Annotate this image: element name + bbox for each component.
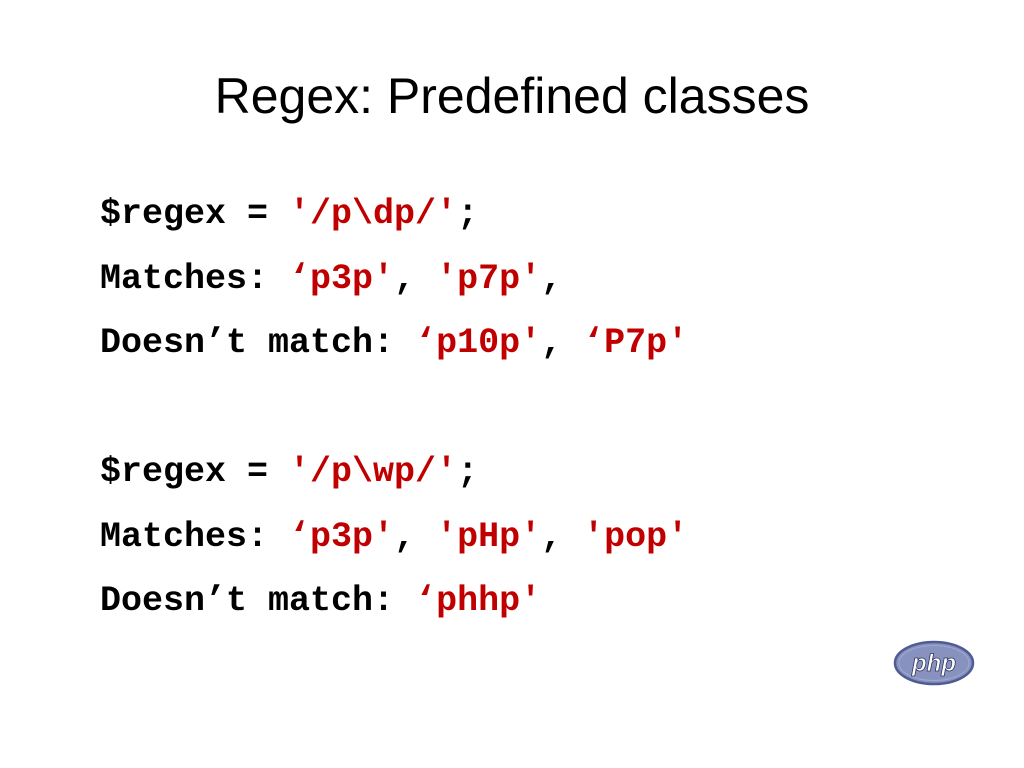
regex-pattern: ′/p\dp/′ (289, 194, 458, 234)
separator: , (541, 516, 584, 557)
matches-line-1: Matches: ‘p3p′, ′p7p′, (100, 251, 1000, 316)
nomatch-line-2: Doesn’t match: ‘phhp′ (100, 573, 1000, 638)
php-logo-ellipse (893, 640, 975, 686)
nomatch-item: ‘P7p′ (583, 323, 689, 363)
nomatch-item: ‘phhp′ (415, 581, 542, 621)
matches-line-2: Matches: ‘p3p′, ′pHp′, ′pop′ (100, 509, 1000, 574)
block-spacer (100, 380, 1000, 445)
php-logo-text: php (911, 650, 956, 677)
separator: , (394, 258, 437, 299)
nomatch-label: Doesn’t match: (100, 581, 416, 621)
regex-line-1: $regex = ′/p\dp/′; (100, 186, 1000, 251)
regex-pattern: ′/p\wp/′ (289, 452, 458, 492)
regex-prefix: $regex = (100, 194, 290, 234)
match-item: ′pop′ (583, 516, 689, 557)
php-logo-inner-ring (898, 645, 970, 681)
nomatch-line-1: Doesn’t match: ‘p10p′, ‘P7p′ (100, 315, 1000, 380)
slide-title: Regex: Predefined classes (214, 68, 810, 124)
match-item: ‘p3p′ (289, 258, 395, 299)
match-item: ′p7p′ (436, 258, 542, 299)
regex-line-2: $regex = ′/p\wp/′; (100, 444, 1000, 509)
php-logo-icon: php (893, 640, 975, 686)
match-item: ′pHp′ (436, 516, 542, 557)
regex-suffix: ; (457, 452, 479, 492)
trailing-comma: , (541, 258, 563, 299)
nomatch-label: Doesn’t match: (100, 323, 416, 363)
matches-label: Matches: (100, 516, 290, 557)
matches-label: Matches: (100, 258, 290, 299)
slide-body: $regex = ′/p\dp/′; Matches: ‘p3p′, ′p7p′… (100, 186, 1000, 638)
regex-suffix: ; (457, 194, 479, 234)
match-item: ‘p3p′ (289, 516, 395, 557)
separator: , (541, 323, 584, 363)
separator: , (394, 516, 437, 557)
regex-prefix: $regex = (100, 452, 290, 492)
nomatch-item: ‘p10p′ (415, 323, 542, 363)
